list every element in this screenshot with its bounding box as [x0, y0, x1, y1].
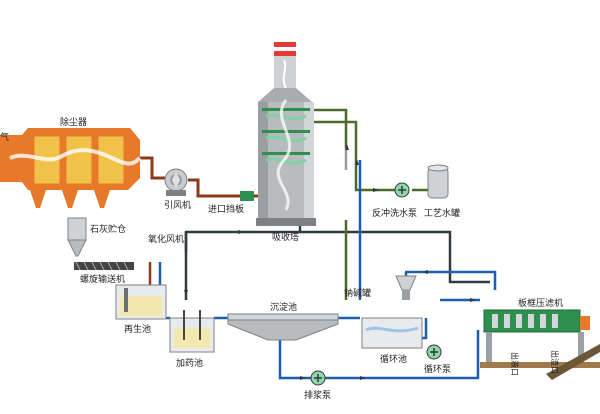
label-inlet-damper: 进口挡板 [208, 203, 244, 215]
label-dosing-tank: 加药池 [176, 357, 203, 369]
settling-tank [227, 313, 339, 341]
settling-drain-line [278, 340, 312, 380]
label-air-in: 气 [0, 131, 9, 143]
dosing-tank [169, 310, 215, 353]
spray-pipe-2 [314, 120, 380, 192]
label-liquid-outlet: 出液口 [510, 352, 520, 376]
absorption-tower [256, 42, 316, 226]
label-slag-outlet: 出渣口 [550, 350, 560, 374]
induced-fan [164, 168, 188, 196]
arrow-left [422, 270, 428, 274]
circulation-pump [426, 344, 442, 360]
arrow-up [345, 144, 349, 150]
screw-conveyor [74, 261, 134, 271]
label-slurry-pump: 排浆泵 [304, 389, 331, 401]
filter-return-line [405, 270, 497, 290]
soda-tank [395, 275, 417, 300]
slurry-to-filter-line [324, 330, 480, 380]
slag-outlet-label: 出渣口 [550, 350, 560, 374]
label-backwash-pump: 反冲洗水泵 [372, 207, 417, 219]
arrow-up [355, 159, 359, 165]
slurry-pump [310, 370, 326, 386]
dust-collector [0, 128, 142, 208]
inlet-damper [240, 191, 254, 201]
flow-arrows [184, 144, 476, 380]
arrow-right [470, 298, 476, 302]
liquid-outlet-label: 出液口 [510, 352, 520, 376]
tower-to-circulation [300, 230, 452, 270]
label-regeneration-tank: 再生池 [124, 323, 151, 335]
arrow-down [184, 290, 188, 296]
label-soda-tank: 钠碱罐 [344, 287, 371, 299]
arrow-right [300, 376, 306, 380]
backwash-pump [394, 182, 410, 198]
label-induced-fan: 引风机 [164, 199, 191, 211]
label-absorption-tower: 吸收塔 [272, 231, 299, 243]
label-oxidation-fan: 氧化风机 [148, 233, 184, 245]
label-process-water-tank: 工艺水罐 [424, 207, 460, 219]
process-water-tank [427, 164, 449, 199]
duct-fan-to-tower [188, 178, 258, 198]
lime-silo [67, 217, 87, 257]
regeneration-tank [115, 284, 167, 320]
label-circulation-tank: 循环池 [380, 353, 407, 365]
arrow-right [373, 188, 379, 192]
flue-gas-duct [140, 156, 258, 198]
label-filter-press: 板框压滤机 [518, 297, 563, 309]
label-screw-conveyor: 螺旋输送机 [80, 273, 125, 285]
filter-press [480, 309, 600, 380]
label-dust-collector: 除尘器 [60, 116, 87, 128]
circulation-tank [361, 317, 423, 349]
label-lime-silo: 石灰贮仓 [90, 223, 126, 235]
label-settling-tank: 沉淀池 [270, 301, 297, 313]
duct-collector-to-fan [140, 156, 165, 180]
arrow-right [360, 376, 366, 380]
to-filter-press [448, 270, 490, 284]
label-circulation-pump: 循环泵 [424, 363, 451, 375]
process-water-pipes [314, 108, 428, 192]
spray-pipe-1 [314, 108, 348, 148]
arrow-left [234, 230, 240, 234]
